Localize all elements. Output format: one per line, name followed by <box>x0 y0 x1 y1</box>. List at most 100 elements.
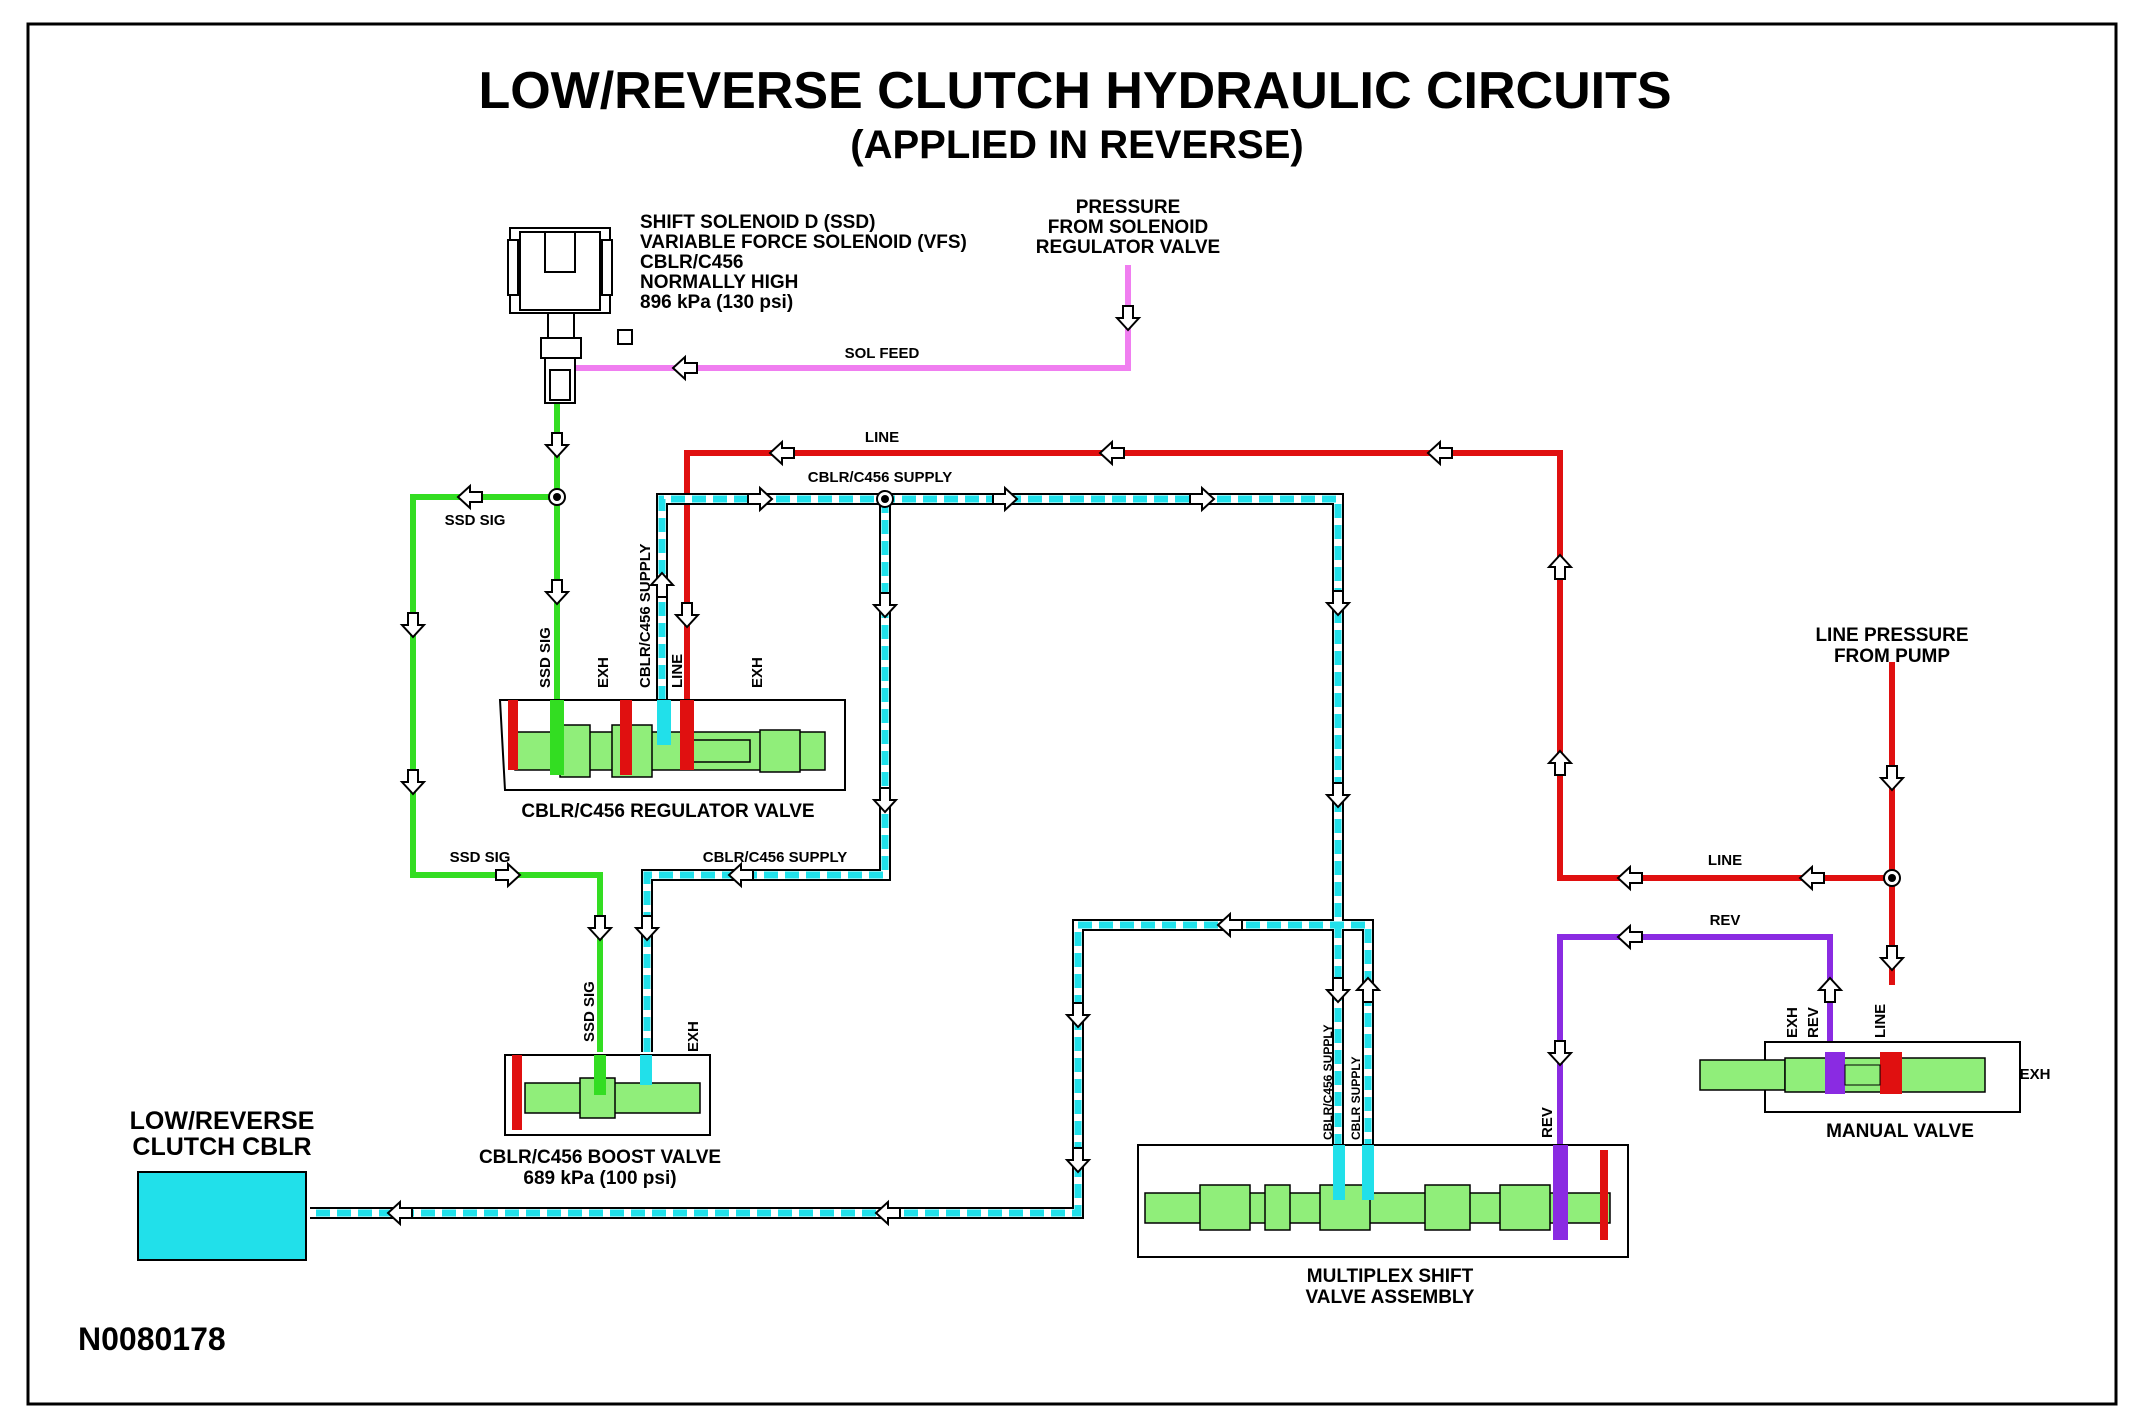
solenoid-label-line: NORMALLY HIGH <box>640 272 798 293</box>
diagram-title: LOW/REVERSE CLUTCH HYDRAULIC CIRCUITS <box>478 62 1671 120</box>
diagram-subtitle: (APPLIED IN REVERSE) <box>850 123 1303 167</box>
regulator-valve-label: CBLR/C456 REGULATOR VALVE <box>521 801 814 822</box>
rev-label: REV <box>1710 912 1741 929</box>
solenoid-label-line: 896 kPa (130 psi) <box>640 292 793 313</box>
sol-feed-line <box>562 265 1131 371</box>
clutch-label: LOW/REVERSE CLUTCH CBLR <box>130 1107 315 1161</box>
clutch-label-line: LOW/REVERSE <box>130 1107 315 1135</box>
flow-arrow <box>1818 977 1842 1003</box>
flow-arrow <box>1189 487 1215 511</box>
manual-port-label: EXH <box>1784 1007 1801 1038</box>
flow-arrow <box>1548 1040 1572 1066</box>
manual-valve-handle <box>1699 1059 1786 1091</box>
regulator-land <box>559 724 591 778</box>
supply-dash <box>658 495 1342 1153</box>
multiplex-shift-valve <box>1137 1144 1629 1258</box>
regulator-port-labels: SSD SIG EXH CBLR/C456 SUPPLY LINE EXH <box>537 544 766 689</box>
solenoid-label-line: VARIABLE FORCE SOLENOID (VFS) <box>640 232 967 253</box>
flow-arrow <box>545 579 569 605</box>
low-reverse-clutch <box>137 1171 307 1261</box>
flow-arrow <box>1356 977 1380 1003</box>
supply-outline <box>656 493 1344 1153</box>
multiplex-label-line: MULTIPLEX SHIFT <box>1307 1266 1474 1287</box>
manual-port <box>1825 1052 1845 1094</box>
ssd-sig-label-top: SSD SIG <box>445 512 506 529</box>
flow-arrow <box>672 356 698 380</box>
regulator-land <box>689 739 751 763</box>
flow-arrow <box>1066 1147 1090 1173</box>
boost-port-labels: SSD SIG EXH <box>581 981 702 1052</box>
boost-port <box>512 1055 522 1130</box>
flow-arrow <box>1548 750 1572 776</box>
manual-port-labels: EXH REV LINE <box>1784 1004 1889 1038</box>
boost-port <box>594 1055 606 1095</box>
flow-arrow <box>992 487 1018 511</box>
regulator-port <box>508 700 518 770</box>
supply-label-lower: CBLR/C456 SUPPLY <box>703 849 848 866</box>
solenoid-label: SHIFT SOLENOID D (SSD) VARIABLE FORCE SO… <box>640 212 967 313</box>
flow-arrow <box>1217 913 1243 937</box>
multiplex-port <box>1553 1145 1568 1240</box>
junction-line-core <box>1888 874 1896 882</box>
flow-arrow <box>588 915 612 941</box>
multiplex-land <box>1264 1184 1291 1231</box>
sol-feed-label: SOL FEED <box>845 345 920 362</box>
flow-arrow <box>1326 590 1350 616</box>
junction-ssd-core <box>553 493 561 501</box>
flow-arrow <box>401 612 425 638</box>
boost-valve-label-line: 689 kPa (100 psi) <box>523 1168 676 1189</box>
pressure-source-label: PRESSURE FROM SOLENOID REGULATOR VALVE <box>1036 197 1220 258</box>
line-circuit <box>684 450 1895 985</box>
boost-port-label: EXH <box>685 1021 702 1052</box>
boost-valve-label-line: CBLR/C456 BOOST VALVE <box>479 1147 721 1168</box>
supply-dash-2 <box>643 499 889 1052</box>
flow-arrow <box>873 787 897 813</box>
boost-valve <box>504 1054 711 1136</box>
multiplex-port-label: REV <box>1539 1107 1556 1138</box>
exh-label-manual: EXH <box>2020 1066 2051 1083</box>
multiplex-port-label: CBLR/C456 SUPPLY <box>1321 1024 1335 1140</box>
regulator-port <box>680 700 694 770</box>
manual-land <box>1844 1064 1881 1086</box>
flow-arrow <box>1099 441 1125 465</box>
multiplex-port-labels: CBLR/C456 SUPPLY CBLR SUPPLY REV <box>1321 1024 1556 1140</box>
flow-arrow <box>401 769 425 795</box>
flow-arrow <box>1880 765 1904 791</box>
regulator-valve <box>498 699 846 791</box>
manual-port-label: LINE <box>1872 1004 1889 1038</box>
frame-border <box>26 22 2118 1406</box>
multiplex-port <box>1362 1145 1374 1200</box>
junction-supply-core <box>881 495 889 503</box>
regulator-port-label: SSD SIG <box>537 627 554 688</box>
flow-arrow <box>650 572 674 598</box>
regulator-port-label: EXH <box>595 657 612 688</box>
flow-arrow <box>1617 866 1643 890</box>
junctions <box>548 488 1901 887</box>
solenoid-label-line: CBLR/C456 <box>640 252 743 273</box>
boost-port-label: SSD SIG <box>581 981 598 1042</box>
flow-arrow <box>873 592 897 618</box>
manual-port <box>1880 1052 1902 1094</box>
flow-arrow <box>1326 782 1350 808</box>
sol-feed-circuit <box>562 265 1131 371</box>
line-label-right: LINE <box>1708 852 1742 869</box>
regulator-port <box>550 700 564 775</box>
flow-arrow <box>747 487 773 511</box>
flow-arrow <box>1880 945 1904 971</box>
flow-arrow <box>769 441 795 465</box>
pump-source-label: LINE PRESSURE FROM PUMP <box>1815 625 1968 667</box>
flow-arrow <box>387 1201 413 1225</box>
multiplex-port-label: CBLR SUPPLY <box>1349 1056 1363 1140</box>
solenoid-label-line: SHIFT SOLENOID D (SSD) <box>640 212 875 233</box>
manual-valve-label: MANUAL VALVE <box>1826 1121 1974 1142</box>
regulator-port-label: EXH <box>749 657 766 688</box>
multiplex-port <box>1600 1150 1608 1240</box>
flow-arrow <box>457 485 483 509</box>
figure-id: N0080178 <box>78 1321 226 1357</box>
multiplex-port <box>1333 1145 1345 1200</box>
flow-arrow <box>675 602 699 628</box>
flow-arrow <box>1548 554 1572 580</box>
flow-arrow <box>495 863 521 887</box>
multiplex-label-line: VALVE ASSEMBLY <box>1306 1287 1475 1308</box>
